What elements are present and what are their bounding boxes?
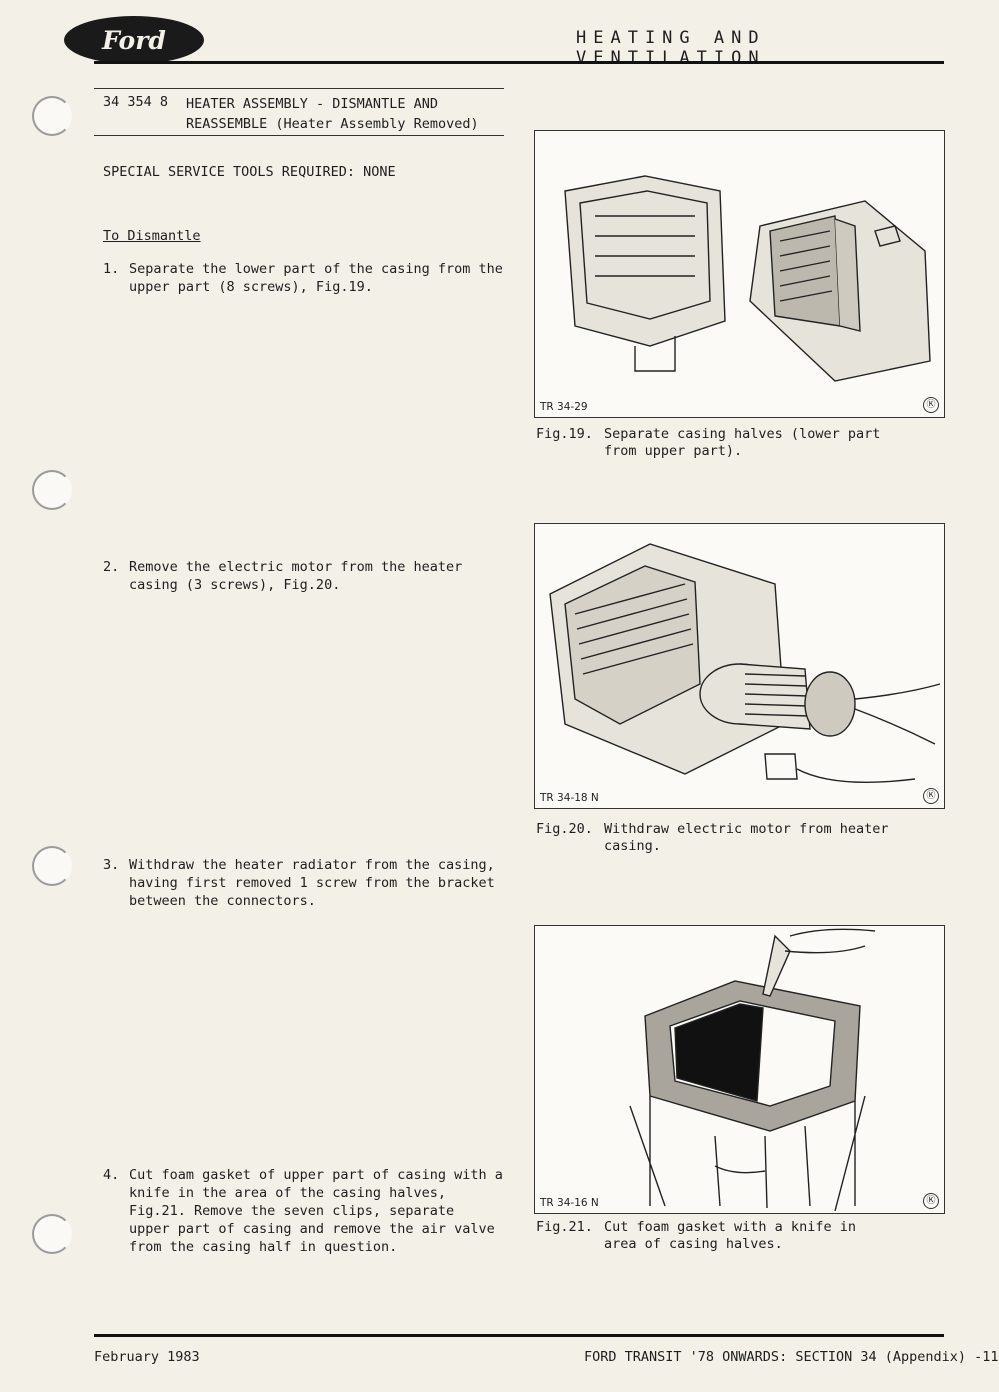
section-title: HEATER ASSEMBLY - DISMANTLE AND REASSEMB…	[186, 94, 479, 134]
step-text-line: casing (3 screws), Fig.20.	[129, 577, 341, 593]
punch-hole	[32, 1214, 72, 1254]
punch-hole	[32, 846, 72, 886]
heater-casing-halves-drawing	[564, 175, 931, 382]
step-text-line: Cut foam gasket of upper part of casing …	[129, 1167, 503, 1183]
figure-mark: Ⓚ	[923, 788, 939, 804]
footer-date: February 1983	[94, 1349, 200, 1365]
caption-line: Cut foam gasket with a knife in	[604, 1219, 856, 1235]
step-number: 3.	[103, 857, 120, 873]
step-text-line: Fig.21. Remove the seven clips, separate	[129, 1203, 455, 1219]
tools-required: SPECIAL SERVICE TOOLS REQUIRED: NONE	[103, 164, 396, 180]
figure-code: TR 34-18 N	[540, 792, 599, 804]
section-rule-bottom	[94, 135, 504, 136]
logo-text: Ford	[102, 25, 166, 55]
step-number: 2.	[103, 559, 120, 575]
step-text-line: from the casing half in question.	[129, 1239, 398, 1255]
figure-mark: Ⓚ	[923, 1193, 939, 1209]
figure-code: TR 34-16 N	[540, 1197, 599, 1209]
figure-mark: Ⓚ	[923, 397, 939, 413]
footer-rule	[94, 1334, 944, 1337]
step-text-line: Remove the electric motor from the heate…	[129, 559, 463, 575]
step-text-line: knife in the area of the casing halves,	[129, 1185, 446, 1201]
step-number: 1.	[103, 261, 120, 277]
electric-motor-removal-drawing	[549, 543, 941, 784]
step-text-line: upper part of casing and remove the air …	[129, 1221, 495, 1237]
section-rule-top	[94, 88, 504, 89]
caption-number: Fig.21.	[536, 1219, 593, 1235]
subheading-dismantle: To Dismantle	[103, 228, 201, 244]
figure-19-illustration: TR 34-29 Ⓚ	[534, 130, 945, 418]
caption-line: area of casing halves.	[604, 1236, 783, 1252]
step-number: 4.	[103, 1167, 120, 1183]
caption-line: Withdraw electric motor from heater	[604, 821, 889, 837]
caption-line: casing.	[604, 838, 661, 854]
figure-20-illustration: TR 34-18 N Ⓚ	[534, 523, 945, 809]
header-rule	[94, 61, 944, 64]
caption-number: Fig.20.	[536, 821, 593, 837]
punch-hole	[32, 470, 72, 510]
step-text-line: Withdraw the heater radiator from the ca…	[129, 857, 495, 873]
section-title-line: REASSEMBLE (Heater Assembly Removed)	[186, 116, 479, 132]
section-number: 34 354 8	[103, 94, 169, 110]
foam-gasket-cut-drawing	[629, 928, 876, 1212]
caption-line: from upper part).	[604, 443, 743, 459]
step-text-line: upper part (8 screws), Fig.19.	[129, 279, 373, 295]
caption-number: Fig.19.	[536, 426, 593, 442]
punch-hole	[32, 96, 72, 136]
ford-logo: Ford	[64, 16, 204, 64]
section-title-line: HEATER ASSEMBLY - DISMANTLE AND	[186, 96, 438, 112]
footer-reference: FORD TRANSIT '78 ONWARDS: SECTION 34 (Ap…	[584, 1349, 999, 1365]
figure-21-illustration: TR 34-16 N Ⓚ	[534, 925, 945, 1214]
figure-code: TR 34-29	[540, 401, 588, 413]
step-text-line: between the connectors.	[129, 893, 316, 909]
step-text-line: Separate the lower part of the casing fr…	[129, 261, 503, 277]
step-text-line: having first removed 1 screw from the br…	[129, 875, 495, 891]
caption-line: Separate casing halves (lower part	[604, 426, 881, 442]
